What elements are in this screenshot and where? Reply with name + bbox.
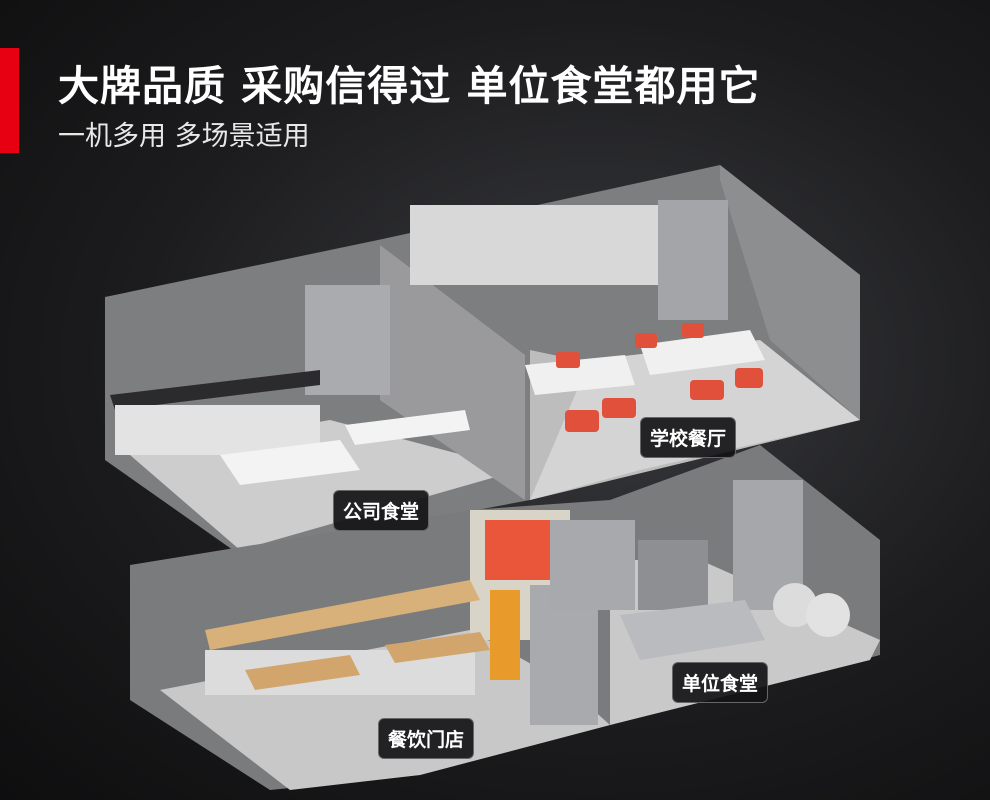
accent-bar xyxy=(0,48,19,153)
upper-floor xyxy=(105,165,860,555)
scene-label-unit-canteen: 单位食堂 xyxy=(672,662,769,703)
scene-label-company-canteen: 公司食堂 xyxy=(333,490,430,531)
page-subtitle: 一机多用 多场景适用 xyxy=(58,121,310,152)
scene-label-restaurant: 餐饮门店 xyxy=(378,718,475,759)
lower-floor xyxy=(130,445,880,790)
page-title: 大牌品质 采购信得过 单位食堂都用它 xyxy=(58,62,761,110)
scene-label-school-cafeteria: 学校餐厅 xyxy=(640,417,737,458)
